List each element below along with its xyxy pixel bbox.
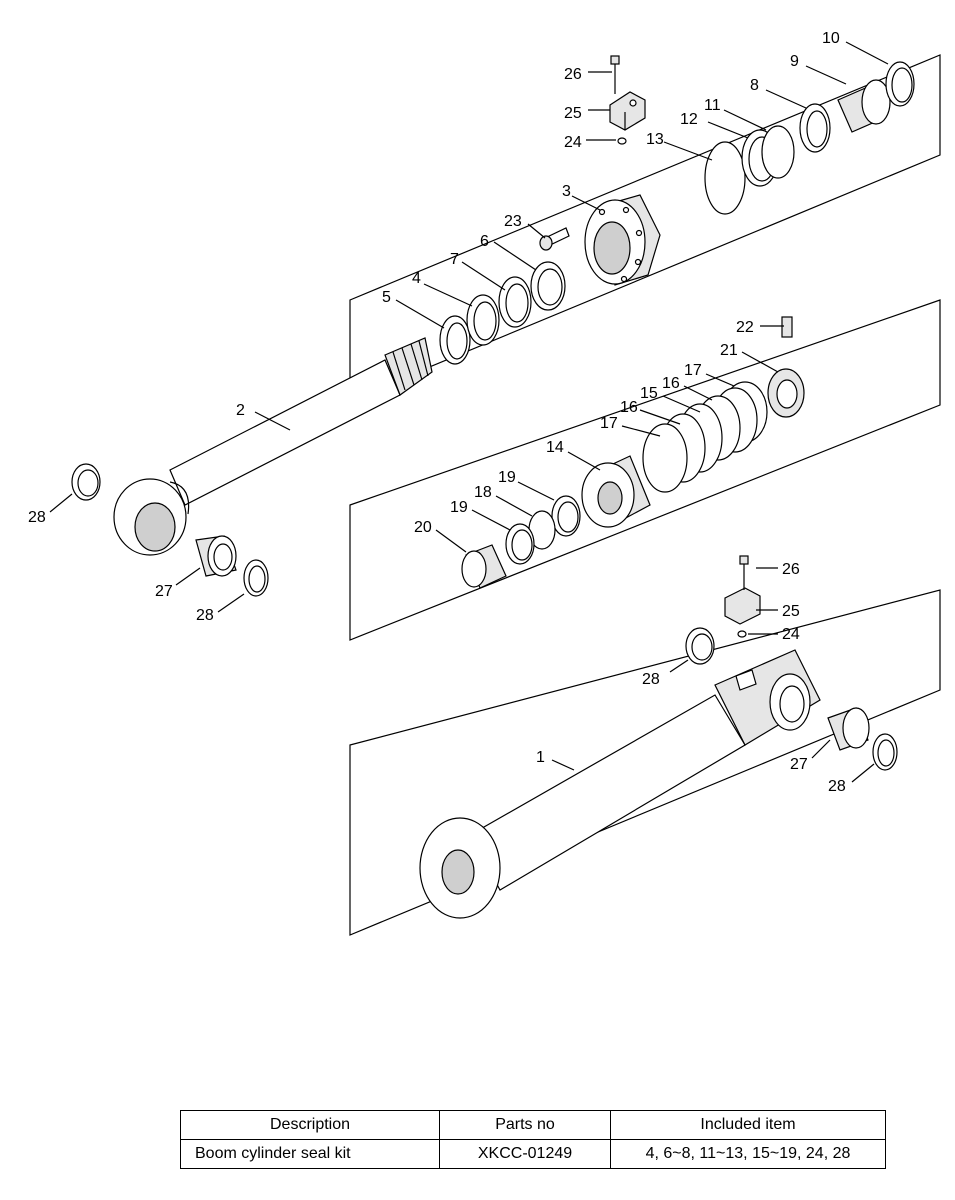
callout-4: 4 — [412, 270, 421, 287]
rod-cover — [584, 194, 661, 286]
callout-2: 2 — [236, 402, 245, 419]
callout-24-a: 24 — [564, 134, 582, 151]
callout-1: 1 — [536, 749, 545, 766]
callout-28-c: 28 — [642, 671, 660, 688]
dust-ring-rod-right — [243, 559, 269, 597]
callout-14: 14 — [546, 439, 564, 456]
callout-15: 15 — [640, 385, 658, 402]
callout-27-b: 27 — [790, 756, 808, 773]
check-valve-block-bottom — [724, 555, 761, 638]
callout-7: 7 — [450, 251, 459, 268]
callout-26-a: 26 — [564, 66, 582, 83]
cell-parts-no: XKCC-01249 — [439, 1139, 611, 1169]
seal-kit-table: Description Parts no Included item Boom … — [180, 1110, 886, 1169]
tube-assembly-plane — [349, 589, 941, 936]
bolt-23 — [539, 227, 570, 251]
seal-7 — [498, 276, 532, 328]
cylinder-tube — [419, 649, 821, 919]
callout-27-a: 27 — [155, 583, 173, 600]
callout-25-a: 25 — [564, 105, 582, 122]
callout-21: 21 — [720, 342, 738, 359]
seal-5 — [439, 315, 471, 365]
callout-26-b: 26 — [782, 561, 800, 578]
callout-28-a: 28 — [28, 509, 46, 526]
callout-24-b: 24 — [782, 626, 800, 643]
cell-description: Boom cylinder seal kit — [180, 1139, 440, 1169]
pin-bushing-tube — [827, 707, 870, 751]
callout-10: 10 — [822, 30, 840, 47]
seal-19-right — [551, 495, 581, 537]
seal-19-left — [505, 523, 535, 565]
callout-12: 12 — [680, 111, 698, 128]
seal-8 — [799, 103, 831, 153]
exploded-parts-diagram: 2 28 27 28 5 4 7 6 23 3 24 25 26 13 12 1… — [28, 30, 941, 936]
callout-28-d: 28 — [828, 778, 846, 795]
seal-12-11 — [741, 125, 795, 187]
nut-21 — [767, 368, 805, 418]
seal-6 — [530, 261, 566, 311]
callout-20: 20 — [414, 519, 432, 536]
ring-10 — [885, 61, 915, 107]
check-valve-block-top — [609, 55, 646, 145]
callout-9: 9 — [790, 53, 799, 70]
piston-14 — [581, 455, 651, 528]
leader-lines — [49, 41, 889, 783]
callout-28-b: 28 — [196, 607, 214, 624]
dust-ring-rod-left — [71, 463, 101, 501]
piston-assembly-plane — [349, 299, 941, 641]
callout-6: 6 — [480, 233, 489, 250]
callout-22: 22 — [736, 319, 754, 336]
piston-rod — [113, 337, 433, 556]
seal-4 — [466, 294, 500, 346]
header-description: Description — [180, 1110, 440, 1140]
callout-11: 11 — [704, 97, 721, 114]
callout-19-a: 19 — [498, 469, 516, 486]
set-screw-22 — [781, 316, 793, 338]
header-included-item: Included item — [610, 1110, 886, 1140]
dust-ring-tube-left — [685, 627, 715, 665]
header-parts-no: Parts no — [439, 1110, 611, 1140]
o-ring-13 — [704, 141, 746, 215]
callout-16-a: 16 — [662, 375, 680, 392]
callout-17-a: 17 — [684, 362, 702, 379]
callout-13: 13 — [646, 131, 664, 148]
cell-included-item: 4, 6~8, 11~13, 15~19, 24, 28 — [610, 1139, 886, 1169]
callout-25-b: 25 — [782, 603, 800, 620]
callout-23: 23 — [504, 213, 522, 230]
callout-17-b: 17 — [600, 415, 618, 432]
piston-seals — [642, 381, 768, 493]
callout-3: 3 — [562, 183, 571, 200]
dust-ring-tube-right — [872, 733, 898, 771]
callout-19-b: 19 — [450, 499, 468, 516]
callout-8: 8 — [750, 77, 759, 94]
callout-5: 5 — [382, 289, 391, 306]
table-row: Boom cylinder seal kit XKCC-01249 4, 6~8… — [180, 1139, 886, 1169]
callout-16-b: 16 — [620, 399, 638, 416]
bushing-20 — [461, 544, 507, 589]
table-header-row: Description Parts no Included item — [180, 1110, 886, 1140]
pin-bushing-rod — [195, 535, 237, 577]
bushing-9 — [837, 79, 891, 133]
callout-18: 18 — [474, 484, 492, 501]
